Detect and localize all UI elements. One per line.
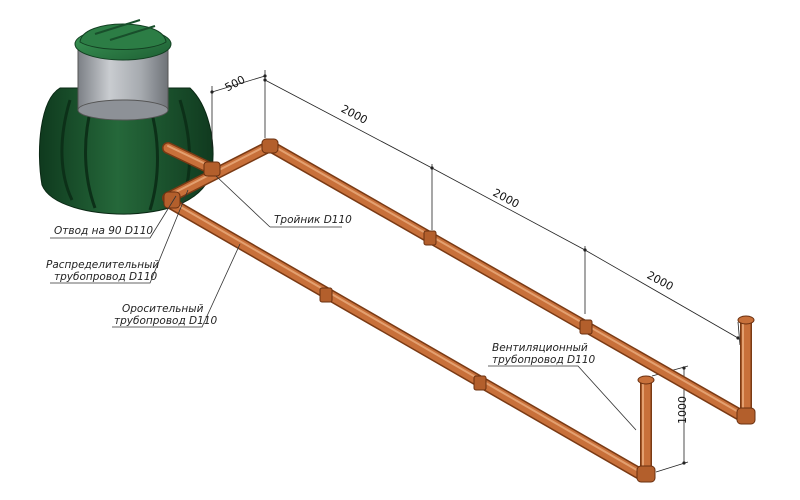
coupling — [473, 375, 487, 391]
dim-label-1000: 1000 — [676, 396, 689, 424]
lid-groove — [109, 25, 156, 41]
dim-label-2000-1: 2000 — [339, 102, 370, 127]
label-distribution-2: трубопровод D110 — [54, 271, 158, 283]
dimension-lines — [211, 70, 741, 473]
label-ventilation-2: трубопровод D110 — [492, 354, 596, 366]
label-elbow: Отвод на 90 D110 — [54, 225, 153, 237]
coupling — [423, 230, 437, 246]
vent-cap — [737, 315, 755, 325]
vent-cap — [637, 375, 655, 385]
dim-line-2000-1 — [264, 79, 433, 169]
lid-groove — [94, 19, 141, 35]
dim-label-500: 500 — [223, 73, 248, 94]
coupling — [319, 287, 333, 303]
tank-rib — [60, 99, 74, 201]
leader-irrigation — [112, 243, 241, 328]
elbow-fitting — [261, 138, 279, 154]
dim-label-2000-2: 2000 — [491, 186, 522, 211]
ext-line — [737, 321, 741, 346]
dim-line-2000-2 — [431, 167, 586, 251]
leader-tee-arrow — [215, 175, 271, 228]
elbow-fitting — [736, 407, 756, 425]
leader-lines — [50, 175, 637, 431]
label-irrigation-2: трубопровод D110 — [114, 315, 218, 327]
label-tee: Тройник D110 — [274, 214, 352, 226]
dim-line-500 — [211, 75, 266, 93]
leader-ventilation — [488, 365, 637, 431]
elbow-fitting — [636, 465, 656, 483]
label-ventilation-1: Вентиляционный — [492, 342, 588, 354]
pipe-network — [162, 140, 752, 481]
elbow-fitting — [163, 191, 181, 209]
dim-label-2000-3: 2000 — [645, 269, 676, 294]
dim-line-2000-3 — [584, 249, 739, 339]
neck-bottom — [77, 99, 169, 121]
label-distribution-1: Распределительный — [46, 259, 159, 271]
leader-elbow — [50, 195, 177, 239]
septic-tank — [38, 19, 214, 215]
labels: Отвод на 90 D110 Распределительный трубо… — [46, 214, 596, 366]
leader-distribution — [50, 189, 189, 284]
label-irrigation-1: Оросительный — [122, 303, 204, 315]
coupling — [579, 319, 593, 335]
pipe-fittings — [163, 138, 756, 483]
vent-caps — [637, 315, 755, 385]
dimension-ticks — [210, 74, 740, 465]
tee-fitting — [203, 161, 221, 177]
